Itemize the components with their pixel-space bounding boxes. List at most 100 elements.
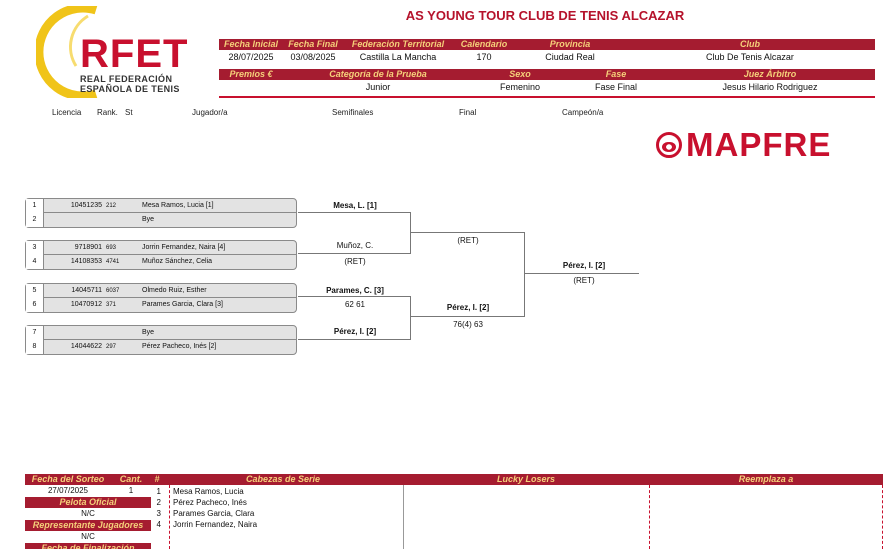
tennis-ball-arc-icon — [36, 6, 98, 98]
slot-player-name: Parames Garcia, Clara [3] — [142, 301, 223, 308]
r1-score-2: (RET) — [344, 257, 366, 266]
slot-player-name: Muñoz Sánchez, Celia — [142, 258, 213, 265]
label-fecha-final: Fecha Final — [288, 39, 338, 49]
mapfre-logo: MAPFRE — [656, 128, 871, 164]
slot-player-name: Bye — [142, 216, 155, 223]
slot-number: 7 — [26, 326, 44, 340]
slot-rank: 693 — [106, 245, 117, 251]
slot-number: 3 — [26, 241, 44, 255]
logo-main-text: RFET — [80, 32, 189, 76]
footer-label-cant: Cant. — [111, 474, 151, 485]
col-final: Final — [459, 108, 477, 117]
col-semifinales: Semifinales — [332, 108, 374, 117]
label-calendario: Calendario — [460, 39, 508, 49]
draw-slot-1: 1 10451235 212 Mesa Ramos, Lucia [1] — [26, 199, 296, 213]
label-premios: Premios € — [229, 69, 273, 79]
footer-label-representante: Representante Jugadores — [25, 520, 151, 531]
draw-pair-4: 7 Bye 8 14044622 297 Pérez Pacheco, Inés… — [25, 325, 297, 355]
seed-number: 2 — [156, 498, 161, 507]
header-divider — [219, 96, 875, 98]
slot-number: 5 — [26, 284, 44, 298]
seed-number: 3 — [156, 509, 161, 518]
champion-name: Pérez, I. [2] — [562, 261, 606, 270]
label-fecha-inicial: Fecha Inicial — [223, 39, 279, 49]
bracket-line — [410, 212, 411, 254]
slot-player-name: Bye — [142, 329, 155, 336]
draw-slot-2: 2 Bye — [26, 213, 296, 227]
footer-label-pelota: Pelota Oficial — [25, 497, 151, 508]
bracket-line — [524, 232, 525, 317]
col-jugador: Jugador/a — [192, 108, 228, 117]
sf-score-2: 76(4) 63 — [453, 320, 483, 329]
slot-rank: 4741 — [106, 259, 120, 265]
bracket-line — [298, 296, 411, 297]
label-fase: Fase — [605, 69, 627, 79]
bracket-line — [410, 296, 411, 340]
bracket-line — [410, 232, 525, 233]
slot-licencia: 14108353 — [70, 258, 102, 265]
footer-label-finalizacion: Fecha de Finalización — [25, 543, 151, 549]
slot-number: 6 — [26, 298, 44, 312]
value-fase: Fase Final — [594, 82, 638, 92]
draw-slot-7: 7 Bye — [26, 326, 296, 340]
label-juez-arbitro: Juez Árbitro — [743, 69, 797, 79]
slot-rank: 6037 — [106, 288, 120, 294]
seed-name: Jorrin Fernandez, Naira — [173, 520, 258, 529]
slot-player-name: Pérez Pacheco, Inés [2] — [142, 343, 217, 350]
label-provincia: Provincia — [549, 39, 591, 49]
value-federacion: Castilla La Mancha — [359, 52, 437, 62]
footer-cant: 1 — [128, 486, 134, 495]
label-sexo: Sexo — [509, 69, 531, 79]
sponsor-name: MAPFRE — [686, 126, 832, 163]
footer-pelota: N/C — [81, 509, 95, 518]
footer-label-reemplaza: Reemplaza a — [649, 474, 883, 485]
draw-slot-8: 8 14044622 297 Pérez Pacheco, Inés [2] — [26, 340, 296, 354]
bracket-line — [524, 273, 639, 274]
slot-player-name: Mesa Ramos, Lucia [1] — [142, 202, 214, 209]
draw-slot-4: 4 14108353 4741 Muñoz Sánchez, Celia — [26, 255, 296, 269]
tournament-title: AS YOUNG TOUR CLUB DE TENIS ALCAZAR — [405, 8, 685, 23]
footer-fecha-sorteo: 27/07/2025 — [47, 486, 89, 495]
slot-rank: 371 — [106, 302, 117, 308]
draw-pair-2: 3 9718901 693 Jorrin Fernandez, Naira [4… — [25, 240, 297, 270]
slot-licencia: 9718901 — [74, 244, 102, 251]
slot-licencia: 14044622 — [70, 343, 102, 350]
bracket-line — [298, 339, 411, 340]
seed-name: Pérez Pacheco, Inés — [173, 498, 247, 507]
slot-rank: 212 — [106, 203, 117, 209]
footer-divider — [649, 485, 650, 549]
slot-number: 2 — [26, 213, 44, 227]
value-fecha-final: 03/08/2025 — [290, 52, 336, 62]
slot-player-name: Jorrin Fernandez, Naira [4] — [142, 244, 226, 251]
value-club: Club De Tenis Alcazar — [706, 52, 794, 62]
header-row2-bar: Premios € Categoría de la Prueba Sexo Fa… — [219, 69, 875, 80]
header-row2-values: Junior Femenino Fase Final Jesus Hilario… — [219, 81, 875, 93]
col-st: St — [125, 108, 133, 117]
r1-score-3: 62 61 — [344, 300, 366, 309]
header-row1-bar: Fecha Inicial Fecha Final Federación Ter… — [219, 39, 875, 50]
footer-label-hash: # — [151, 474, 163, 485]
seed-name: Parames Garcia, Clara — [173, 509, 255, 518]
logo-line-1: REAL FEDERACIÓN — [80, 74, 173, 84]
r1-winner-4: Pérez, I. [2] — [333, 327, 377, 336]
label-categoria: Categoría de la Prueba — [329, 69, 427, 79]
value-sexo: Femenino — [499, 82, 541, 92]
value-fecha-inicial: 28/07/2025 — [228, 52, 274, 62]
col-rank: Rank. — [97, 108, 118, 117]
r1-winner-3: Parames, C. [3] — [326, 286, 384, 295]
slot-licencia: 14045711 — [71, 287, 102, 294]
bracket-line — [298, 253, 411, 254]
slot-number: 8 — [26, 340, 44, 354]
draw-slot-5: 5 14045711 6037 Olmedo Ruiz, Esther — [26, 284, 296, 298]
footer-divider — [403, 485, 404, 549]
header-row1-values: 28/07/2025 03/08/2025 Castilla La Mancha… — [219, 51, 875, 63]
slot-rank: 297 — [106, 344, 117, 350]
slot-licencia: 10451235 — [70, 202, 102, 209]
bracket-line — [410, 316, 525, 317]
value-calendario: 170 — [476, 52, 492, 62]
col-licencia: Licencia — [52, 108, 82, 117]
draw-pair-1: 1 10451235 212 Mesa Ramos, Lucia [1] 2 B… — [25, 198, 297, 228]
col-campeon: Campeón/a — [562, 108, 604, 117]
seed-number: 1 — [156, 487, 161, 496]
value-provincia: Ciudad Real — [545, 52, 595, 62]
